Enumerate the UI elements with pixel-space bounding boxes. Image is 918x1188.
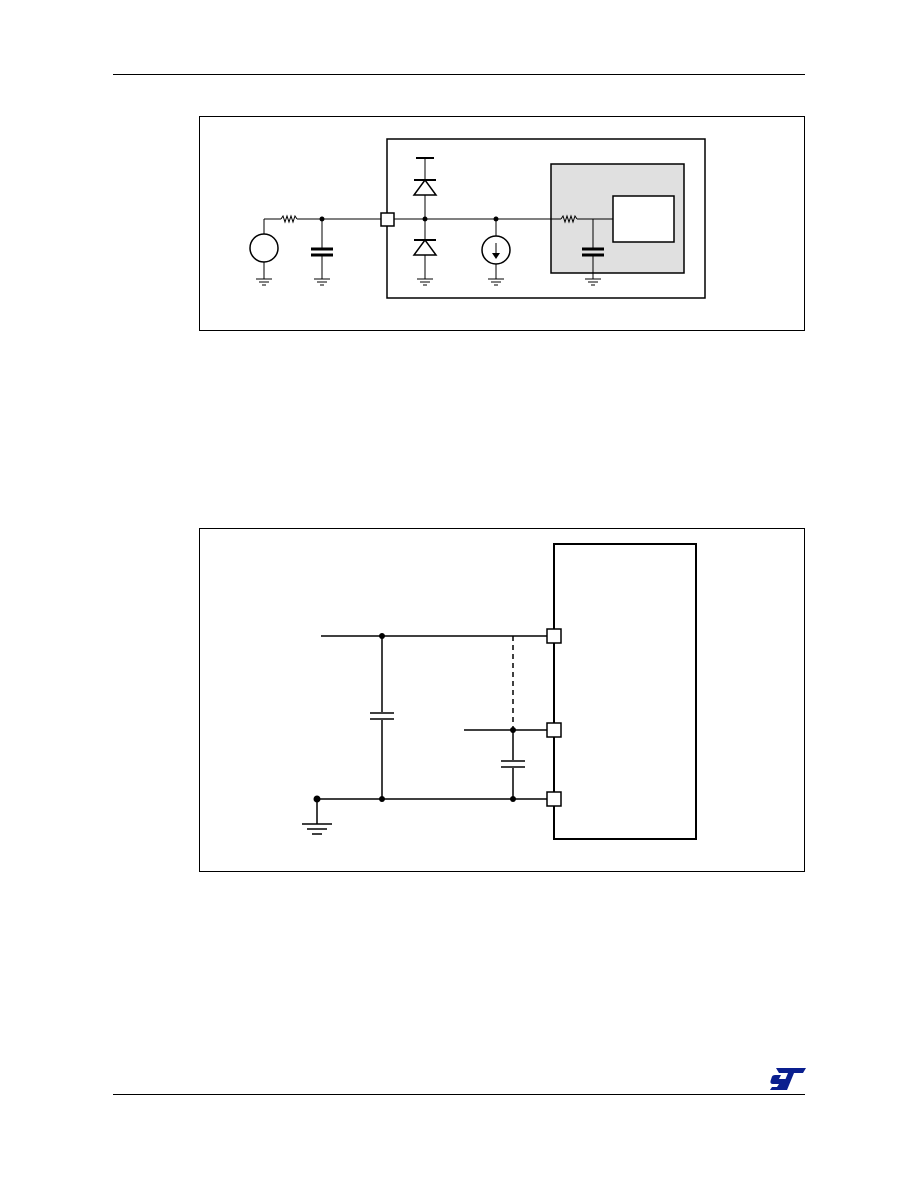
junction-dot [510, 796, 516, 802]
figure2-frame [199, 528, 805, 872]
ground-icon [302, 799, 332, 835]
ground-icon [488, 278, 504, 286]
ground-icon [256, 278, 272, 286]
ground-icon [417, 278, 433, 286]
ground-icon [585, 278, 601, 286]
figure1-circuit-diagram [199, 116, 805, 331]
header-rule [113, 74, 805, 75]
internal-converter-box [612, 195, 675, 243]
diode-icon [412, 219, 438, 279]
capacitor-icon [370, 636, 394, 799]
figure1-frame [199, 116, 805, 331]
pin-pad-icon [380, 212, 395, 227]
pin-pad-icon [546, 722, 562, 738]
pin-pad-icon [546, 791, 562, 807]
resistor-icon [560, 214, 578, 224]
ground-icon [314, 278, 330, 286]
voltage-source-icon [249, 219, 279, 279]
diode-icon [412, 157, 438, 219]
current-source-icon [481, 219, 511, 279]
pin-pad-icon [546, 628, 562, 644]
st-logo-icon [770, 1068, 806, 1090]
capacitor-icon [501, 730, 525, 799]
chip-body [553, 543, 697, 840]
junction-dot [379, 796, 385, 802]
footer-rule [113, 1094, 805, 1095]
resistor-icon [280, 214, 298, 224]
capacitor-icon [311, 219, 333, 279]
capacitor-icon [582, 219, 604, 279]
figure2-circuit-diagram [199, 528, 805, 872]
